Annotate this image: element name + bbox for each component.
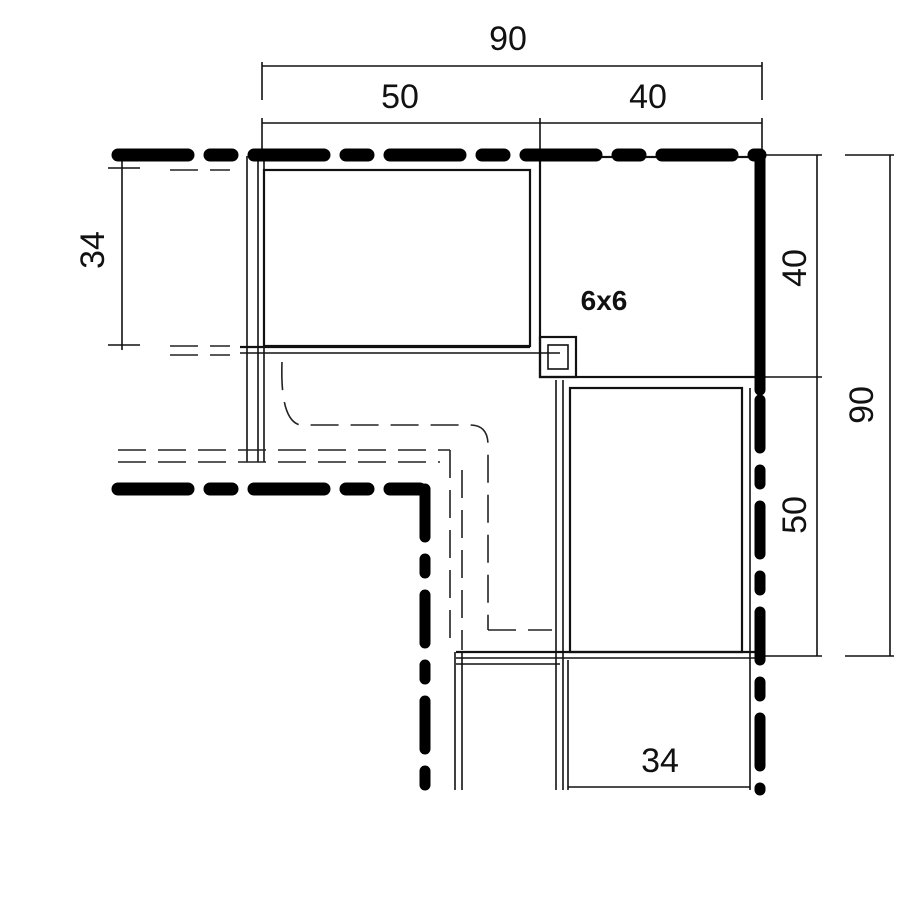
hidden-lines — [118, 169, 552, 790]
top-right-cabinet — [538, 155, 764, 379]
right-lower-cabinet — [456, 380, 756, 790]
bottom-depth-label: 34 — [641, 742, 679, 780]
right-upper-segment-label: 40 — [776, 249, 814, 287]
top-total-label: 90 — [489, 20, 527, 58]
left-depth-dimension: 34 — [74, 158, 140, 350]
top-left-segment-label: 50 — [381, 78, 419, 116]
wall-boundary — [111, 148, 767, 796]
right-total-dimension: 90 — [843, 154, 894, 657]
corner-post: 6x6 — [538, 285, 628, 379]
bottom-depth-dimension: 34 — [567, 660, 750, 790]
top-total-dimension: 90 — [261, 20, 763, 100]
corner-post-label: 6x6 — [581, 285, 628, 316]
right-lower-segment-label: 50 — [776, 496, 814, 534]
top-segment-dimension: 50 40 — [261, 78, 763, 150]
top-left-cabinet — [240, 156, 560, 462]
right-total-label: 90 — [843, 386, 881, 424]
left-depth-label: 34 — [74, 231, 112, 269]
top-right-segment-label: 40 — [629, 78, 667, 116]
right-segment-dimension: 40 50 — [762, 154, 822, 657]
